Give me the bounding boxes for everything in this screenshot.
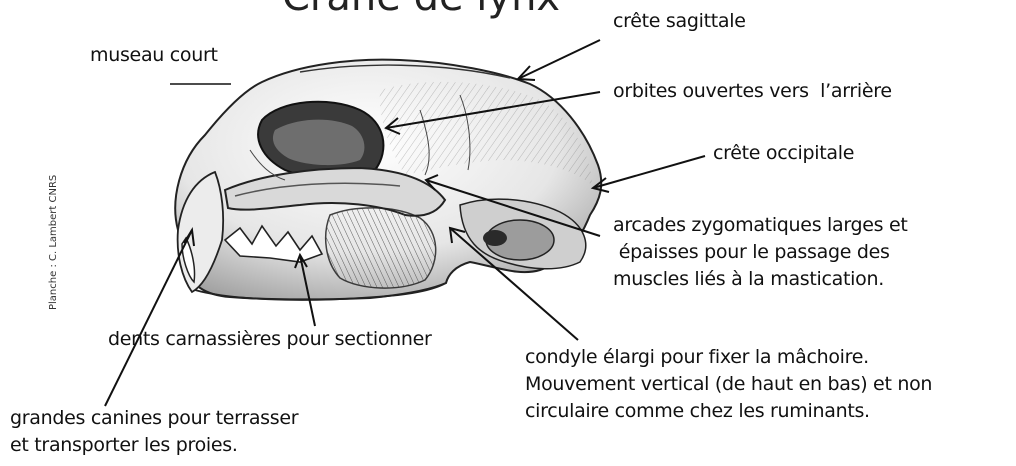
arrow-crete-occipitale bbox=[593, 156, 705, 188]
label-crete-occipitale: crête occipitale bbox=[713, 140, 854, 167]
label-crete-sagittale: crête sagittale bbox=[613, 8, 746, 35]
temporal-fossa bbox=[326, 208, 436, 288]
label-condyle: condyle élargi pour fixer la mâchoire. M… bbox=[525, 344, 932, 425]
label-museau-court: museau court bbox=[90, 42, 218, 69]
plate-credit: Planche : C. Lambert CNRS bbox=[48, 110, 59, 310]
label-arcades: arcades zygomatiques larges et épaisses … bbox=[613, 212, 908, 293]
arrow-canines bbox=[105, 230, 192, 406]
label-canines: grandes canines pour terrasser et transp… bbox=[10, 405, 298, 459]
arrow-crete-sagittale bbox=[518, 40, 600, 79]
label-dents: dents carnassières pour sectionner bbox=[108, 326, 432, 353]
label-orbites: orbites ouvertes vers l’arrière bbox=[613, 78, 892, 105]
